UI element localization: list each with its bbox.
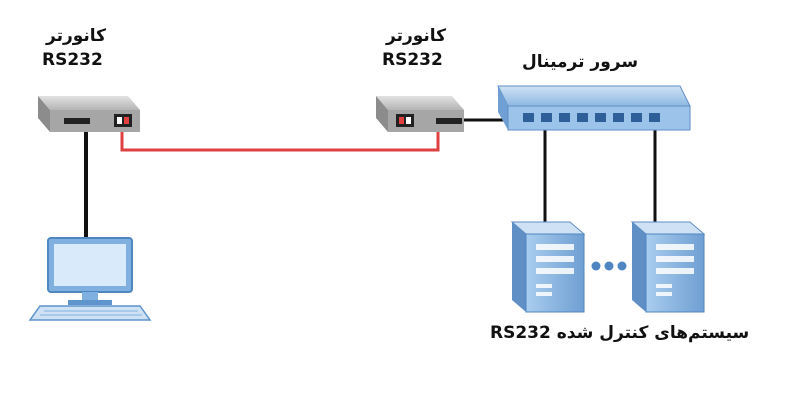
serial-cable [120, 121, 440, 152]
converter-middle-icon [376, 96, 464, 132]
converter-middle-type: RS232 [382, 50, 443, 70]
ellipsis-icon [591, 261, 627, 271]
terminal-server-label: سرور ترمینال [522, 52, 639, 72]
computer-icon [28, 237, 152, 321]
server-icon-2 [630, 221, 706, 313]
converter-middle-label: کانورتر [386, 26, 447, 46]
server-icon-1 [510, 221, 586, 313]
converter-left-icon [38, 96, 140, 132]
converter-left-type: RS232 [42, 50, 103, 70]
terminal-server-icon [497, 85, 691, 131]
converter-left-label: کانورتر [46, 26, 107, 46]
controlled-systems-label: سیستم‌های کنترل شده RS232 [490, 323, 750, 343]
